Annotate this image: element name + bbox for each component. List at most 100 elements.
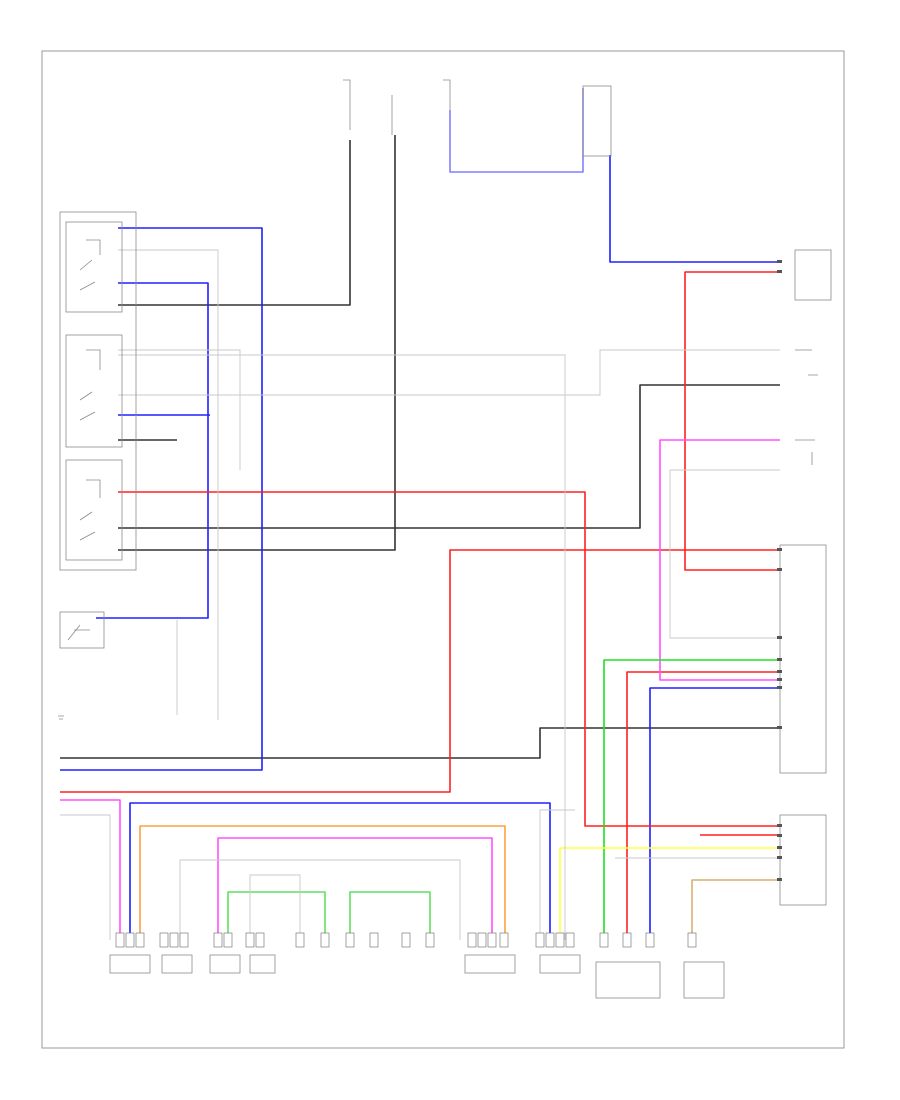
right-sensor-box (794, 249, 832, 301)
pin (320, 932, 330, 948)
ecm-lower-block (779, 814, 827, 906)
component-3 (209, 954, 241, 974)
pin (115, 932, 125, 948)
wire-blue-relay-b (96, 282, 209, 619)
ecm-pin (777, 686, 782, 689)
wire-green-c (603, 659, 780, 940)
pin (369, 932, 379, 948)
ecm-pin (777, 834, 782, 837)
pin (179, 932, 189, 948)
fuse-1 (343, 79, 351, 130)
pin (245, 932, 255, 948)
yellow-orange-wires (139, 825, 780, 940)
pin (565, 932, 575, 948)
wire-green-b (349, 891, 431, 940)
wire-red-ecm-a (626, 671, 780, 940)
pin (169, 932, 179, 948)
component-7 (595, 961, 661, 999)
right-switch-1 (795, 349, 818, 376)
pin (223, 932, 233, 948)
pin (295, 932, 305, 948)
wire-white-g (179, 859, 461, 940)
ground-symbol (58, 715, 64, 720)
component-5 (464, 954, 516, 974)
wire-pink-left (60, 799, 121, 940)
ecm-pin (777, 824, 782, 827)
wire-white-k (118, 349, 241, 470)
pin (487, 932, 497, 948)
pin (535, 932, 545, 948)
ecm-pins (777, 260, 782, 881)
pin (555, 932, 565, 948)
relay-3-box (65, 459, 123, 561)
wire-white-e (669, 470, 780, 639)
wire-white-i (539, 809, 575, 940)
ecm-pin (777, 260, 782, 263)
pin (545, 932, 555, 948)
pin (687, 932, 697, 948)
ecm-pin (777, 856, 782, 859)
ecm-pin (777, 568, 782, 571)
ecm-pin (777, 678, 782, 681)
wire-red-loop (684, 271, 780, 571)
pin (125, 932, 135, 948)
ecm-pin (777, 726, 782, 729)
pin (622, 932, 632, 948)
component-4 (249, 954, 276, 974)
pin (345, 932, 355, 948)
relay-1-contact (79, 239, 101, 291)
relay-block (59, 211, 137, 571)
pin (401, 932, 411, 948)
fuse-4-box (582, 85, 612, 157)
wire-red-relay (118, 491, 780, 827)
wire-blue-ecm (649, 687, 780, 940)
pin (645, 932, 655, 948)
pin (477, 932, 487, 948)
wire-blue-sensor (609, 155, 780, 263)
fuse-3 (443, 79, 451, 110)
pin (467, 932, 477, 948)
blue-wires (60, 88, 780, 940)
wire-pink-mid (217, 837, 493, 940)
green-wires (227, 659, 780, 940)
wire-black-ground-b (60, 727, 780, 759)
wire-blue-fuse-3 (449, 88, 584, 173)
wire-black-fuse-1 (118, 140, 351, 306)
ecm-connector (779, 544, 827, 906)
wire-white-f (60, 814, 111, 940)
wire-white-h (249, 874, 301, 940)
ecm-upper-block (779, 544, 827, 774)
wire-tan (691, 879, 780, 940)
pin (499, 932, 509, 948)
pin (135, 932, 145, 948)
relay-1-box (65, 221, 123, 313)
component-8 (683, 961, 725, 999)
component-1 (109, 954, 151, 974)
wire-black-fuse-2 (118, 135, 396, 551)
wire-green-a (227, 891, 326, 940)
wire-black-ground-a (118, 384, 780, 529)
wire-white-a (118, 354, 566, 940)
pin (425, 932, 435, 948)
right-switch-2 (795, 439, 815, 465)
wire-blue-bottom (129, 802, 551, 940)
red-wires (60, 271, 780, 940)
pin (599, 932, 609, 948)
wire-orange (139, 825, 506, 940)
bottom-components (109, 954, 725, 999)
ecm-pin (777, 548, 782, 551)
relay-2-contact (79, 349, 101, 421)
wire-white-c (118, 249, 219, 720)
black-wires (60, 135, 780, 759)
relay-2-box (65, 334, 123, 448)
sensor-block (59, 611, 105, 649)
wire-pink-right (659, 439, 780, 681)
wire-blue-relay-main (60, 227, 263, 771)
wire-white-b (118, 349, 780, 396)
diagram-border (41, 50, 845, 1049)
ecm-pin (777, 670, 782, 673)
pin (159, 932, 169, 948)
ecm-pin (777, 658, 782, 661)
ecm-pin (777, 878, 782, 881)
